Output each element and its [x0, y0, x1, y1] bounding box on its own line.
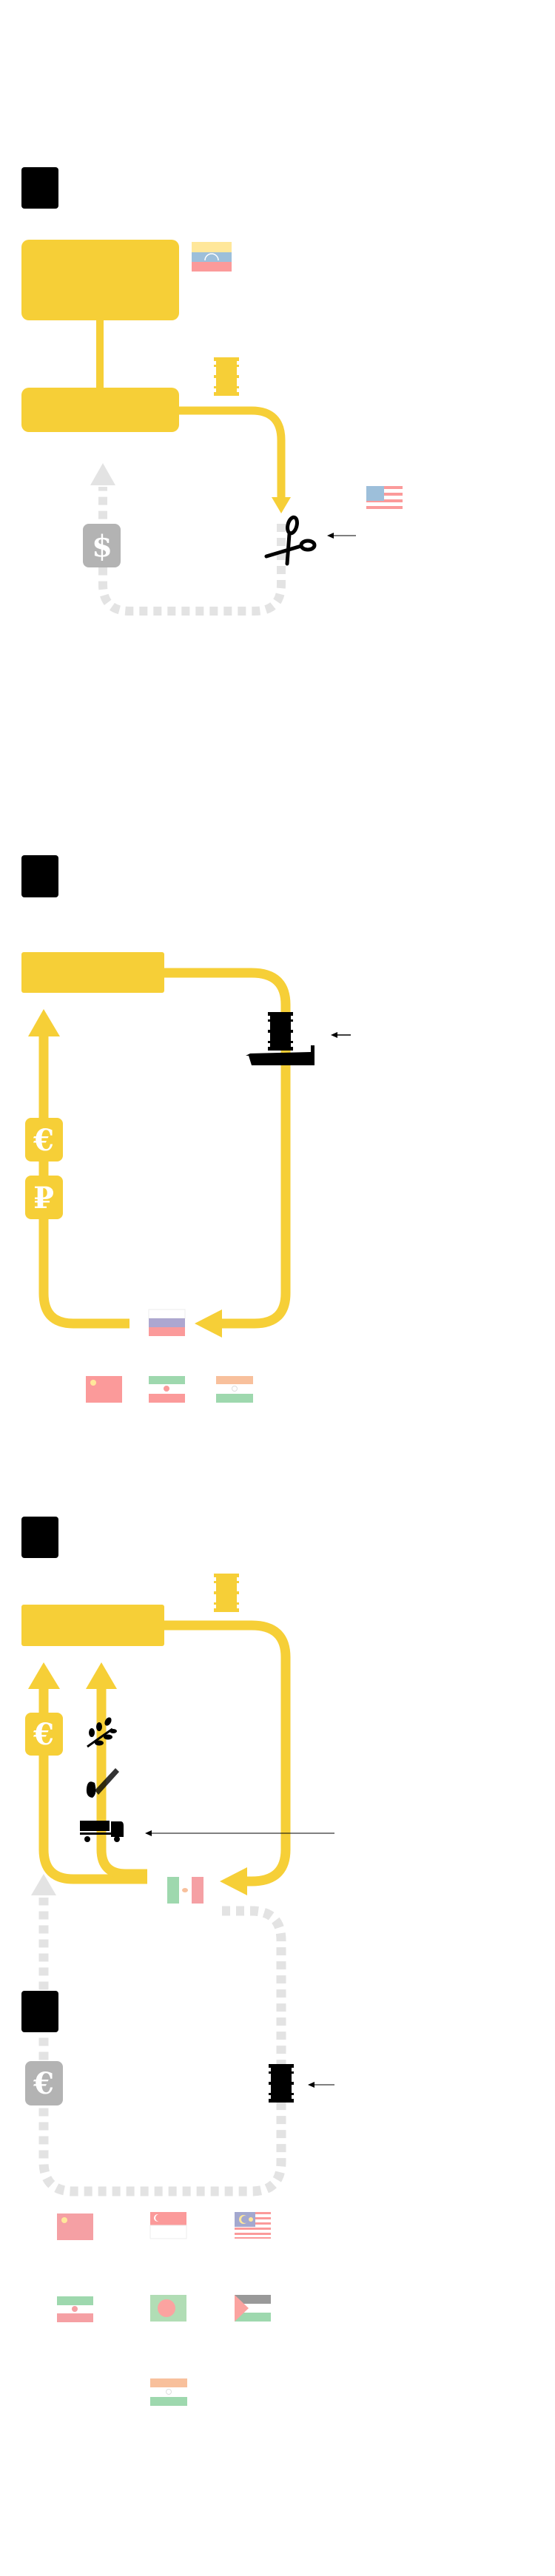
- flow-arrowhead: [195, 1309, 222, 1338]
- pointer-arrow: [327, 533, 356, 539]
- payment-line: [38, 1034, 130, 1329]
- flow-arrowhead: [272, 497, 291, 513]
- truck-icon: [80, 1821, 124, 1842]
- flow-arrowhead: [220, 1867, 247, 1895]
- payment-arrowhead: [28, 1662, 60, 1689]
- scissors-icon: [264, 515, 317, 566]
- flow-line: [164, 968, 291, 1329]
- iran-flag: [57, 2296, 93, 2322]
- russia-flag: [148, 1309, 186, 1336]
- currency-badge-ruble: ₽: [25, 1176, 63, 1219]
- section-4-marker: [21, 1991, 58, 2032]
- currency-badge-euro: €: [25, 1713, 63, 1756]
- section-1-marker: [21, 167, 58, 209]
- goods-arrowhead: [86, 1662, 117, 1689]
- oil-barrel-icon: [269, 2064, 294, 2103]
- palestine-flag: [235, 2295, 271, 2322]
- svg-text:€: €: [33, 2066, 54, 2101]
- svg-text:₽: ₽: [33, 1181, 54, 1215]
- inactive-arrowhead: [31, 1874, 56, 1895]
- india-flag: [150, 2378, 187, 2406]
- inactive-flow-line: [38, 1898, 286, 2196]
- malaysia-flag: [235, 2212, 271, 2239]
- wheat-icon: [87, 1717, 117, 1748]
- china-flag: [57, 2213, 93, 2240]
- section-1: $: [21, 167, 403, 616]
- exporter-block: [21, 388, 179, 432]
- payment-line: [38, 1687, 147, 1884]
- currency-badge-dollar: $: [83, 524, 121, 567]
- connector-line: [96, 320, 104, 388]
- flow-line: [179, 406, 286, 499]
- tanker-ship-icon: [246, 1045, 314, 1065]
- exporter-block: [21, 1605, 164, 1646]
- section-3-marker: [21, 1517, 58, 1558]
- china-flag: [86, 1376, 122, 1403]
- pointer-arrow: [145, 1830, 334, 1836]
- section-2: € ₽: [21, 855, 351, 1403]
- inactive-flow-line: [98, 487, 286, 616]
- india-flag: [216, 1376, 253, 1403]
- currency-badge-euro: €: [25, 1118, 63, 1161]
- pointer-arrow: [308, 2082, 334, 2088]
- venezuela-flag: [192, 242, 232, 272]
- oil-barrel-icon: [214, 1574, 239, 1612]
- bangladesh-flag: [150, 2295, 186, 2322]
- flow-line: [164, 1620, 291, 1887]
- goods-line: [96, 1687, 147, 1879]
- svg-text:€: €: [33, 1123, 54, 1158]
- singapore-flag: [149, 2212, 187, 2239]
- svg-text:€: €: [33, 1717, 54, 1752]
- svg-text:$: $: [92, 529, 112, 564]
- section-3: €: [21, 1517, 334, 2196]
- pointer-arrow: [331, 1032, 351, 1038]
- section-2-marker: [21, 855, 58, 897]
- currency-badge-euro-inactive: €: [25, 2061, 63, 2105]
- payment-arrowhead: [28, 1009, 60, 1036]
- mexico-flag: [167, 1877, 204, 1904]
- exporter-block: [21, 952, 164, 993]
- oil-barrel-icon: [268, 1012, 293, 1051]
- corn-icon: [86, 1768, 119, 1798]
- inactive-arrowhead: [90, 463, 115, 485]
- producer-block: [21, 240, 179, 320]
- section-4: €: [21, 1991, 334, 2406]
- iran-flag: [149, 1376, 185, 1403]
- usa-flag: [366, 486, 403, 513]
- oil-barrel-icon: [214, 357, 239, 396]
